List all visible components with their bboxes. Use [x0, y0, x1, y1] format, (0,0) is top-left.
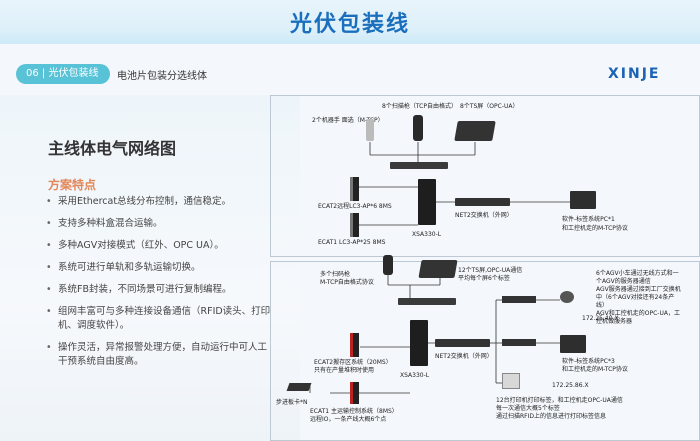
plc-label: XSA330-L — [412, 231, 442, 238]
network-switch-icon — [390, 162, 448, 169]
barcode-scanner-icon — [383, 255, 393, 275]
features-title: 方案特点 — [48, 178, 97, 192]
touch-screen-icon — [454, 121, 496, 141]
stepper-label: 步进板卡*N — [276, 399, 308, 406]
page-title: 光伏包装线 — [289, 12, 410, 37]
remote-io-icon — [350, 213, 359, 237]
stepper-board-icon — [286, 383, 312, 391]
remote-io-icon — [350, 382, 359, 404]
section-subtitle: 电池片包装分选线体 — [117, 71, 207, 82]
ip-label: 172.25.40.X — [582, 315, 619, 322]
remote-io-icon — [350, 333, 359, 357]
remote-2-label: ECAT2搬存区系统（20MS） 只有在产量堆积时使用 — [314, 359, 392, 374]
remote-1-label: ECAT2远程LC3-AP*6 8MS — [318, 203, 392, 210]
agv-label: 6个AGV小车通过无线方式和一 个AGV的服务器通信 AGV服务器通过接到工厂交… — [596, 270, 681, 325]
scanners-label: 8个扫描枪（TCP自由格式） — [382, 103, 457, 110]
remote-2-label: ECAT1 LC3-AP*25 8MS — [318, 239, 386, 246]
barcode-scanner-icon — [413, 115, 423, 141]
touch-screen-icon — [418, 260, 458, 278]
brand-logo: XINJE — [608, 66, 661, 82]
feature-item: 系统FB封装，不同场景可进行复制编程。 — [46, 283, 276, 297]
network-diagram: 2个机器手 面选（M-TCP） 8个扫描枪（TCP自由格式） 8个TS屏（OPC… — [270, 95, 700, 441]
feature-list: 采用Ethercat总线分布控制，通信稳定。 支持多种料盒混合运输。 多种AGV… — [46, 195, 276, 377]
network-switch-icon — [502, 339, 536, 346]
feature-item: 多种AGV对接模式（红外、OPC UA）。 — [46, 239, 276, 253]
printer-icon — [502, 373, 520, 389]
network-switch-icon — [455, 198, 510, 206]
pc-label: 软件-标签系统PC*1 — [562, 216, 615, 223]
connection-lines — [309, 142, 570, 394]
section-tag-label: 06 | 光伏包装线 — [26, 68, 99, 79]
printer-label: 12台打印机打印标签，和工控机走OPC-UA通信 每一次通信大概5个标签 通过扫… — [496, 397, 623, 420]
section-tag: 06 | 光伏包装线 — [16, 64, 110, 84]
scanners-label: 多个扫码枪 M-TCP自由格式协议 — [320, 271, 374, 286]
camera-icon — [560, 291, 574, 303]
switch-label: NET2交换机（外网） — [435, 353, 493, 360]
feature-item: 支持多种料盒混合运输。 — [46, 217, 276, 231]
remote-1-label: ECAT1 主运输控制系统（8MS） 远程IO，一条产线大概6个点 — [310, 408, 398, 423]
ip-label: 172.25.86.X — [552, 382, 589, 389]
main-heading: 主线体电气网络图 — [48, 139, 177, 158]
pc-protocol-label: 和工控机走的M-TCP协议 — [562, 366, 628, 373]
remote-io-icon — [350, 177, 359, 201]
workstation-icon — [570, 191, 596, 209]
feature-item: 组网丰富可与多种连接设备通信（RFID读头、打印机、调度软件）。 — [46, 305, 276, 333]
pc-label: 软件-标签系统PC*3 — [562, 358, 615, 365]
ts-screens-label: 8个TS屏（OPC-UA） — [460, 103, 519, 110]
pc-protocol-label: 和工控机走的M-TCP协议 — [562, 225, 628, 232]
workstation-icon — [560, 335, 586, 353]
network-switch-icon — [398, 298, 456, 305]
ts-screens-label: 12个TS屏,OPC-UA通信 平均每个屏6个标签 — [458, 267, 523, 282]
network-switch-icon — [502, 296, 536, 303]
plc-controller-icon — [410, 320, 428, 366]
plc-label: XSA330-L — [400, 372, 430, 379]
plc-controller-icon — [418, 179, 436, 225]
feature-item: 系统可进行单轨和多轨运输切换。 — [46, 261, 276, 275]
robot-arm-icon — [366, 119, 374, 141]
feature-item: 采用Ethercat总线分布控制，通信稳定。 — [46, 195, 276, 209]
title-bar — [0, 0, 700, 44]
network-switch-icon — [435, 339, 490, 347]
switch-label: NET2交换机（外网） — [455, 212, 513, 219]
feature-item: 操作灵活，异常报警处理方便，自动运行中可人工干预系统自由度高。 — [46, 341, 276, 369]
robot-label: 2个机器手 面选（M-TCP） — [312, 117, 384, 124]
